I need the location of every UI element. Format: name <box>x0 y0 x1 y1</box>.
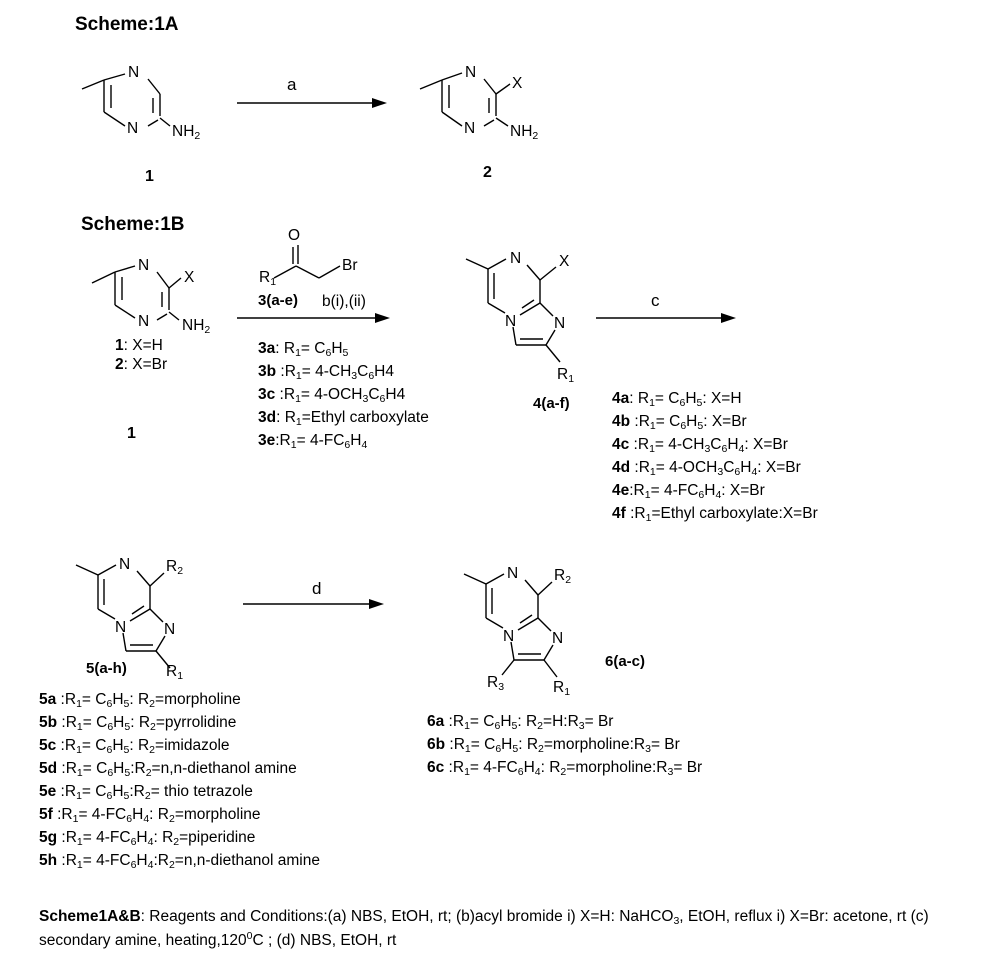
list-item: 4b :R1= C6H5: X=Br <box>612 413 747 432</box>
atom-n: N <box>138 313 150 330</box>
atom-n: N <box>505 313 517 330</box>
list-item: 5h :R1= 4-FC6H4:R2=n,n-diethanol amine <box>39 852 320 871</box>
r1-label: R1 <box>166 663 184 682</box>
compound-5-structure <box>75 564 171 669</box>
r1-label: R1 <box>557 366 575 385</box>
atom-n: N <box>119 556 131 573</box>
compound-4-structure <box>465 258 561 363</box>
start-compound-list: 1: X=H 2: X=Br <box>115 336 167 374</box>
list-item: 4d :R1= 4-OCH3C6H4: X=Br <box>612 459 801 478</box>
list-item: 3d: R1=Ethyl carboxylate <box>258 409 429 428</box>
list-item: 3b :R1= 4-CH3C6H4 <box>258 363 394 382</box>
scheme-1a-title: Scheme:1A <box>75 14 179 35</box>
r1-label: R1 <box>259 269 277 288</box>
list-item: 5g :R1= 4-FC6H4: R2=piperidine <box>39 829 256 848</box>
atom-n: N <box>115 619 127 636</box>
list-item: 5e :R1= C6H5:R2= thio tetrazole <box>39 783 253 802</box>
compound-5-list: 5a :R1= C6H5: R2=morpholine 5b :R1= C6H5… <box>39 688 320 872</box>
atom-n: N <box>127 120 139 137</box>
list-item: 5d :R1= C6H5:R2=n,n-diethanol amine <box>39 760 297 779</box>
amine-label: NH2 <box>182 317 211 336</box>
atom-n: N <box>164 621 176 638</box>
atom-n: N <box>510 250 522 267</box>
r2-label: R2 <box>554 567 572 586</box>
list-item: 6a :R1= C6H5: R2=H:R3= Br <box>427 713 614 732</box>
list-item: 3a: R1= C6H5 <box>258 340 349 359</box>
atom-n: N <box>554 315 566 332</box>
list-item: 6c :R1= 4-FC6H4: R2=morpholine:R3= Br <box>427 759 703 778</box>
reagent-3-label: 3(a-e) <box>258 292 299 309</box>
list-item: 5f :R1= 4-FC6H4: R2=morpholine <box>39 806 261 825</box>
list-item: 3c :R1= 4-OCH3C6H4 <box>258 386 406 405</box>
reagent-3-list: 3a: R1= C6H5 3b :R1= 4-CH3C6H4 3c :R1= 4… <box>258 337 429 452</box>
reagent-3-structure <box>273 245 341 279</box>
compound-1-label: 1 <box>127 425 136 442</box>
atom-n: N <box>552 630 564 647</box>
list-item: 6b :R1= C6H5: R2=morpholine:R3= Br <box>427 736 680 755</box>
list-item: 4c :R1= 4-CH3C6H4: X=Br <box>612 436 788 455</box>
amine-label: NH2 <box>172 123 201 142</box>
r1-label: R1 <box>553 679 571 698</box>
atom-n: N <box>464 120 476 137</box>
list-item: 4f :R1=Ethyl carboxylate:X=Br <box>612 505 818 524</box>
reagent-a-label: a <box>287 75 297 94</box>
reagent-d-label: d <box>312 579 322 598</box>
compound-1-label: 1 <box>145 168 154 185</box>
compound-6-label: 6(a-c) <box>605 653 646 670</box>
compound-1-structure <box>81 73 171 127</box>
reagent-b-label: b(i),(ii) <box>322 293 366 310</box>
atom-n: N <box>507 565 519 582</box>
compound-6-structure <box>463 573 558 678</box>
atom-o: O <box>288 227 301 244</box>
compound-2-label: 2 <box>483 164 492 181</box>
atom-n: N <box>138 257 150 274</box>
list-item: 2: X=Br <box>115 356 168 373</box>
atom-n: N <box>465 64 477 81</box>
amine-label: NH2 <box>510 123 539 142</box>
list-item: 4e:R1= 4-FC6H4: X=Br <box>612 482 765 501</box>
list-item: 4a: R1= C6H5: X=H <box>612 390 742 409</box>
atom-br: Br <box>342 257 358 274</box>
r2-label: R2 <box>166 558 184 577</box>
compound-4-label: 4(a-f) <box>533 395 570 412</box>
list-item: 1: X=H <box>115 337 163 354</box>
compound-6-list: 6a :R1= C6H5: R2=H:R3= Br 6b :R1= C6H5: … <box>427 710 702 779</box>
scheme-caption: Scheme1A&B: Reagents and Conditions:(a) … <box>39 908 929 949</box>
list-item: 3e:R1= 4-FC6H4 <box>258 432 368 451</box>
list-item: 5b :R1= C6H5: R2=pyrrolidine <box>39 714 237 733</box>
compound-4-list: 4a: R1= C6H5: X=H 4b :R1= C6H5: X=Br 4c … <box>612 387 818 525</box>
atom-x: X <box>512 75 523 92</box>
atom-n: N <box>503 628 515 645</box>
atom-x: X <box>559 253 570 270</box>
compound-2-structure <box>419 72 511 127</box>
reagent-c-label: c <box>651 291 660 310</box>
list-item: 5a :R1= C6H5: R2=morpholine <box>39 691 241 710</box>
list-item: 5c :R1= C6H5: R2=imidazole <box>39 737 230 756</box>
r3-label: R3 <box>487 674 505 693</box>
compound-5-label: 5(a-h) <box>86 660 127 677</box>
compound-start-1b-structure <box>91 265 182 321</box>
scheme-1b-title: Scheme:1B <box>81 214 185 235</box>
atom-x: X <box>184 269 195 286</box>
atom-n: N <box>128 64 140 81</box>
